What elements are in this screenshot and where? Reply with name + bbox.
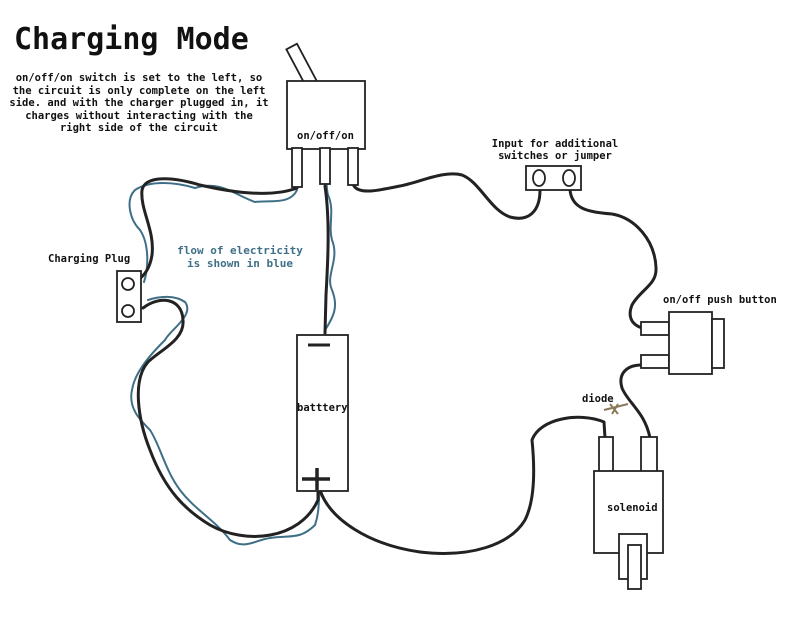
diode-symbol	[603, 403, 629, 415]
on-off-on-switch	[285, 42, 366, 188]
switch-pin-right	[347, 147, 359, 186]
push-button	[640, 311, 725, 375]
push-button-terminal-bottom	[640, 354, 670, 369]
wires	[134, 172, 658, 555]
plug-hole-bottom	[121, 304, 135, 318]
switch-label: on/off/on	[297, 130, 354, 142]
wire-pushbutton-to-solenoid	[619, 363, 652, 440]
solenoid	[593, 436, 664, 590]
wire-plug-to-battery-plus	[136, 298, 320, 538]
wire-switch-right-to-input	[352, 172, 542, 220]
push-button-label: on/off push button	[663, 294, 777, 306]
flow-left-loop	[130, 295, 321, 546]
solenoid-body	[593, 470, 664, 554]
switch-pin-center	[319, 147, 331, 185]
charging-plug	[116, 270, 142, 323]
diode-mark	[609, 403, 619, 415]
solenoid-label: solenoid	[607, 502, 658, 514]
input-jumper	[525, 165, 582, 191]
wire-input-to-pushbutton	[568, 188, 658, 330]
flow-top-left	[128, 182, 298, 283]
electricity-flow-path	[128, 171, 337, 546]
switch-pin-left	[291, 147, 303, 188]
diode-label: diode	[582, 393, 614, 405]
charging-plug-label: Charging Plug	[48, 253, 131, 265]
flow-note-label: flow of electricity is shown in blue	[177, 244, 303, 270]
flow-battery-up	[324, 171, 337, 331]
wire-switch-left-to-plug	[134, 177, 299, 284]
solenoid-terminal-right	[640, 436, 658, 473]
wire-battery-to-solenoid	[318, 415, 607, 555]
solenoid-plunger-inner	[627, 544, 642, 590]
battery-body	[296, 334, 349, 492]
push-button-cap	[711, 318, 725, 369]
wire-switch-center-to-battery-minus	[323, 184, 330, 335]
push-button-body	[668, 311, 713, 375]
push-button-terminal-top	[640, 321, 670, 336]
input-label: Input for additional switches or jumper	[491, 138, 619, 162]
plug-hole-top	[121, 277, 135, 291]
input-hole-left	[532, 169, 546, 187]
solenoid-terminal-left	[598, 436, 614, 473]
battery-label: batttery	[297, 402, 348, 414]
description-text: on/off/on switch is set to the left, so …	[9, 72, 269, 134]
input-hole-right	[562, 169, 576, 187]
page-title: Charging Mode	[14, 22, 249, 57]
battery	[296, 334, 349, 492]
